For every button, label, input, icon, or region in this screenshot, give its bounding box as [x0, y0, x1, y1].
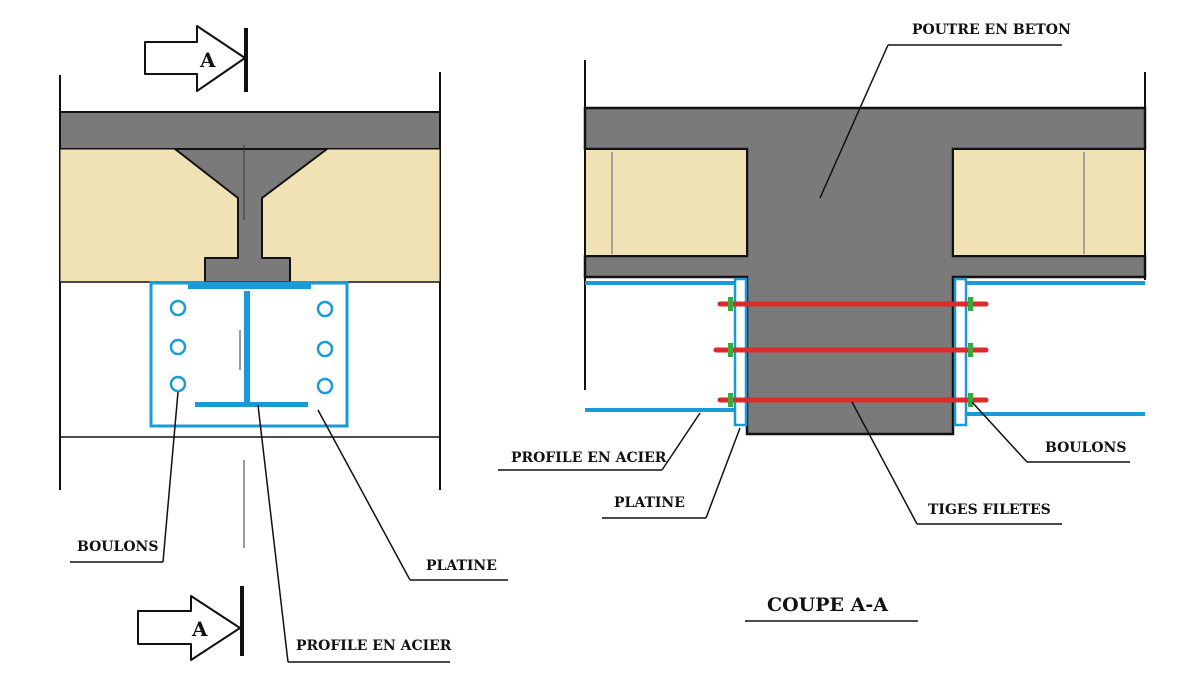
- left-bolt-2: [169, 338, 187, 356]
- label-poutre: POUTRE EN BETON: [912, 22, 1071, 38]
- label-platine-right: PLATINE: [614, 495, 685, 511]
- left-profile-top-flange: [188, 284, 311, 289]
- section-aa-view: POUTRE EN BETON PROFILE EN ACIER PLATINE…: [498, 22, 1147, 622]
- section-arrow-top-icon: [144, 25, 246, 92]
- leader-profile-right: [661, 412, 701, 471]
- left-bolt-1: [169, 299, 187, 317]
- left-profile-web: [244, 291, 250, 403]
- leader-tiges: [851, 401, 918, 525]
- nut-left-2: [728, 343, 733, 357]
- leader-boulons-right: [971, 401, 1028, 463]
- left-bolt-6: [316, 377, 334, 395]
- label-profile-left: PROFILE EN ACIER: [296, 638, 452, 654]
- nut-right-1: [968, 297, 973, 311]
- nut-left-3: [728, 393, 733, 407]
- right-infill-left: [584, 148, 748, 257]
- leader-profile-left: [257, 404, 289, 663]
- label-profile-right: PROFILE EN ACIER: [511, 450, 667, 466]
- label-boulons-right: BOULONS: [1045, 440, 1126, 456]
- left-profile-bottom-flange-section: [585, 408, 735, 412]
- leader-platine-right: [705, 427, 741, 519]
- label-platine-left: PLATINE: [426, 558, 497, 574]
- section-arrow-bottom-icon: [137, 595, 241, 661]
- nut-right-3: [968, 393, 973, 407]
- left-bolt-5: [316, 340, 334, 358]
- leader-platine-left: [317, 409, 411, 581]
- nut-right-2: [968, 343, 973, 357]
- label-tiges: TIGES FILETES: [928, 502, 1051, 518]
- section-marker-bottom: A: [137, 586, 244, 661]
- left-concrete-slab: [59, 111, 441, 150]
- leader-poutre: [819, 44, 889, 199]
- right-profile-top-flange-section: [966, 281, 1145, 285]
- left-profile-bottom-flange: [195, 402, 308, 407]
- right-infill-right: [952, 148, 1146, 257]
- section-marker-top: A: [144, 25, 248, 92]
- section-letter-bottom: A: [191, 617, 208, 641]
- section-letter-top: A: [199, 48, 216, 72]
- left-profile-top-flange-section: [585, 281, 735, 285]
- left-bolt-4: [316, 300, 334, 318]
- left-bolt-3: [169, 375, 187, 393]
- label-boulons-left: BOULONS: [77, 539, 158, 555]
- leader-boulons-left: [162, 391, 179, 563]
- section-title: COUPE A-A: [767, 594, 888, 616]
- nut-left-1: [728, 297, 733, 311]
- left-elevation-view: A A BOULONS PLATINE PROFILE EN ACIER: [59, 25, 508, 663]
- right-profile-bottom-flange-section: [966, 412, 1145, 416]
- left-steel-plate: [149, 281, 349, 428]
